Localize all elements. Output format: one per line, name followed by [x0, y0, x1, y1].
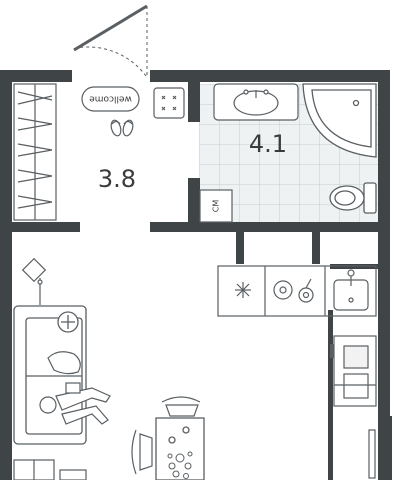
sofa-icon — [13, 305, 87, 445]
washing-machine-label: CM — [212, 200, 221, 213]
shelf-icon — [59, 469, 87, 480]
dining-table-icon — [155, 417, 205, 480]
door-swing-icon — [73, 4, 148, 77]
washing-machine-icon: CM — [199, 189, 233, 223]
floor-lamp-icon — [21, 257, 47, 305]
doormat-label: wellcome — [89, 94, 132, 104]
fridge-icon — [330, 335, 377, 407]
tv-icon — [368, 429, 376, 479]
sink-icon — [333, 269, 369, 311]
wardrobe-icon — [13, 83, 57, 221]
side-table-icon — [13, 459, 55, 480]
kitchen-counter-icon — [217, 265, 377, 317]
walls — [0, 70, 392, 480]
shoe-cabinet-icon — [153, 87, 185, 119]
corner-bathtub-icon — [302, 83, 377, 158]
washbasin-icon — [213, 83, 299, 121]
doormat-icon: wellcome — [81, 86, 140, 112]
room-area-bathroom: 4.1 — [249, 130, 287, 158]
toilet-icon — [329, 182, 377, 214]
person-reading-icon — [39, 351, 111, 425]
slippers-icon — [110, 119, 134, 137]
flowers-icon — [167, 451, 193, 479]
room-area-hall: 3.8 — [98, 165, 136, 193]
stove-icon — [273, 278, 314, 303]
chair-icon — [131, 396, 201, 475]
